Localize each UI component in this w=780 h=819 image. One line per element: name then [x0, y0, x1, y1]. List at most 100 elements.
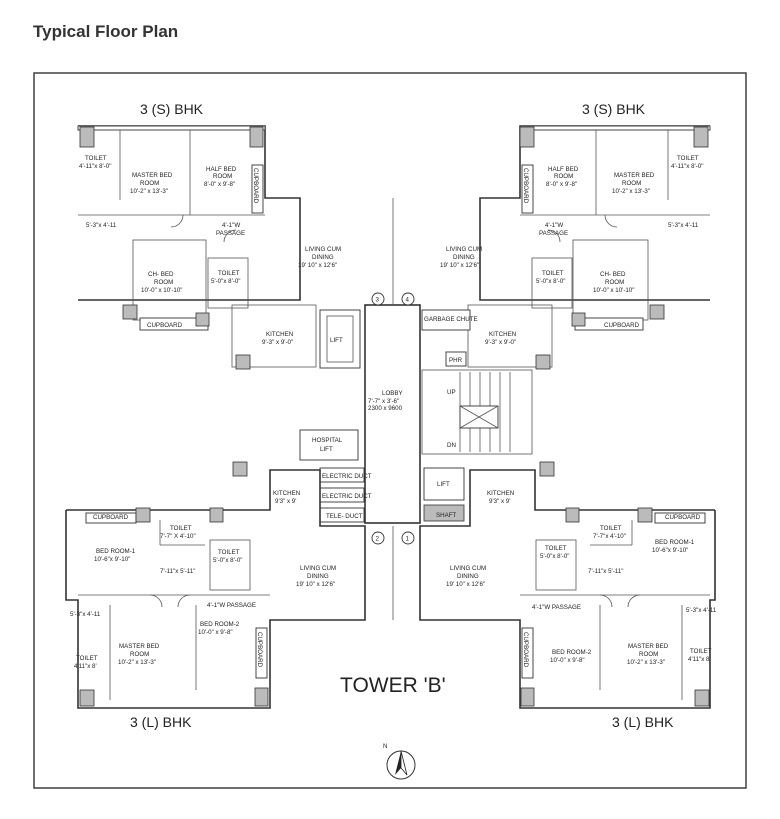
- master-bed-label: MASTER BED: [628, 643, 669, 650]
- half-bed-dim: 8'-0" x 9'-8": [546, 181, 577, 188]
- ch-bed-dim: 10'-0" x 10'-10": [593, 287, 635, 294]
- bed-room-1-dim: 10'-6"x 9'-10": [652, 547, 688, 554]
- staircase: [421, 369, 533, 455]
- master-bed-dim: 10'-2" x 13'-3": [130, 188, 168, 195]
- toilet-small-label: TOILET: [170, 525, 192, 532]
- dining-label: DINING: [307, 573, 329, 580]
- unit-bottom-left: KITCHEN 9'3" x 9' CUPBOARD TOILET 7'-7" …: [65, 461, 366, 730]
- lobby-outline: [364, 304, 421, 524]
- cupboard-label: CUPBOARD: [256, 632, 263, 668]
- unit-label: 3 (L) BHK: [130, 714, 192, 730]
- shaft-hatch: [79, 126, 95, 148]
- lift-label-2: LIFT: [437, 481, 450, 488]
- cupboard-label: CUPBOARD: [522, 632, 529, 668]
- master-room-label: ROOM: [622, 180, 641, 187]
- ch-room-label: ROOM: [605, 279, 624, 286]
- cupboard-label: CUPBOARD: [93, 514, 129, 521]
- toilet-small-dim: 7'-7"x 4'-10": [593, 533, 626, 540]
- unit-top-left-outline: [78, 125, 301, 301]
- passage-label: PASSAGE: [216, 230, 245, 237]
- dress2-dim: 5'-3"x 4'-11: [70, 611, 101, 618]
- master-room-label: ROOM: [130, 651, 149, 658]
- living-label: LIVING CUM: [300, 565, 336, 572]
- tele-duct-label: TELE- DUCT: [326, 513, 363, 520]
- bed-room-1-label: BED ROOM-1: [655, 539, 695, 546]
- master-bed-label: MASTER BED: [132, 172, 173, 179]
- page-title: Typical Floor Plan: [33, 22, 179, 41]
- hospital-lift-label: LIFT: [320, 446, 333, 453]
- electric-duct-label: ELECTRIC DUCT: [322, 473, 372, 480]
- central-core: LIFT GARBAGE CHUTE PHR LOBBY 7'-7" x 3'-…: [299, 292, 533, 545]
- living-dim: 19' 10" x 12'6": [296, 581, 335, 588]
- living-label: LIVING CUM: [446, 246, 482, 253]
- toilet-dim: 4'-11"x 8'-0": [671, 163, 703, 170]
- living-dim: 19' 10" x 12'6": [298, 262, 337, 269]
- kitchen-label: KITCHEN: [489, 331, 516, 338]
- north-label: N: [383, 743, 387, 750]
- cupboard-label: CUPBOARD: [604, 322, 640, 329]
- toilet-label: TOILET: [85, 155, 107, 162]
- dress-dim: 7'-11"x 5'-11": [588, 568, 623, 575]
- ch-bed-label: CH- BED: [148, 271, 174, 278]
- master-bed-dim: 10'-2" x 13'-3": [118, 659, 156, 666]
- toilet3-label: TOILET: [690, 648, 712, 655]
- cupboard-box: [251, 164, 264, 214]
- passage-label: 4'-1"W PASSAGE: [207, 602, 256, 609]
- bed-room-2-label: BED ROOM-2: [200, 621, 240, 628]
- dress2-dim: 5'-3"x 4'-11: [686, 607, 717, 614]
- shaft-hatch: [249, 126, 264, 148]
- lobby-label: LOBBY: [382, 390, 403, 397]
- passage-dim: 4'-1"W: [222, 222, 240, 229]
- passage-label: 4'-1"W PASSAGE: [532, 604, 581, 611]
- ch-room-label: ROOM: [154, 279, 173, 286]
- kitchen-label: KITCHEN: [273, 490, 300, 497]
- toilet3-dim: 4'11"x 8': [688, 656, 711, 663]
- bed-room-1-label: BED ROOM-1: [96, 548, 136, 555]
- toilet-dim: 5'-0"x 8'-0": [213, 557, 242, 564]
- door-number-2: 2: [376, 536, 380, 543]
- door-number-3: 3: [376, 297, 380, 304]
- toilet-label: TOILET: [545, 545, 567, 552]
- cupboard-label: CUPBOARD: [252, 168, 259, 204]
- half-bed-label: HALF BED: [206, 166, 237, 173]
- half-room-label: ROOM: [554, 173, 573, 180]
- kitchen-dim: 9'-3" x 9'-0": [485, 339, 516, 346]
- master-room-label: ROOM: [140, 180, 159, 187]
- unit-bottom-right: KITCHEN 9'3" x 9' CUPBOARD TOILET 7'-7"x…: [419, 461, 717, 730]
- garbage-chute-label: GARBAGE CHUTE: [424, 316, 478, 323]
- unit-label: 3 (S) BHK: [140, 101, 204, 117]
- passage-label: PASSAGE: [539, 230, 568, 237]
- master-bed-dim: 10'-2" x 13'-3": [612, 188, 650, 195]
- toilet-label: TOILET: [677, 155, 699, 162]
- ch-bed-label: CH- BED: [600, 271, 626, 278]
- bed-room-2-dim: 10'-0" x 9'-8": [550, 657, 585, 664]
- half-bed-dim: 8'-0" x 9'-8": [204, 181, 235, 188]
- hospital-label: HOSPITAL: [312, 437, 343, 444]
- dress-dim: 5'-3"x 4'-11: [86, 222, 117, 229]
- living-label: LIVING CUM: [450, 565, 486, 572]
- half-room-label: ROOM: [213, 173, 232, 180]
- bed-room-2-label: BED ROOM-2: [552, 649, 592, 656]
- dining-label: DINING: [453, 254, 475, 261]
- bed-room-1-dim: 10'-6"x 9'-10": [94, 556, 130, 563]
- toilet2-label: TOILET: [218, 270, 240, 277]
- unit-label: 3 (L) BHK: [612, 714, 674, 730]
- master-bed-dim: 10'-2" x 13'-3": [627, 659, 665, 666]
- kitchen-dim: 9'3" x 9': [275, 498, 296, 505]
- kitchen-dim: 9'3" x 9': [489, 498, 510, 505]
- hospital-lift-box: [299, 429, 359, 461]
- shaft-label: SHAFT: [436, 512, 457, 519]
- unit-top-right: TOILET 4'-11"x 8'-0" MASTER BED ROOM 10'…: [440, 101, 711, 370]
- kitchen-label: KITCHEN: [487, 490, 514, 497]
- unit-bottom-left-outline: [65, 469, 366, 709]
- living-dim: 19' 10" x 12'6": [440, 262, 479, 269]
- north-arrow: N: [383, 743, 416, 780]
- toilet-small-dim: 7'-7" X 4'-10": [160, 533, 196, 540]
- passage-dim: 4'-1"W: [545, 222, 563, 229]
- dining-label: DINING: [457, 573, 479, 580]
- cupboard-label: CUPBOARD: [147, 322, 183, 329]
- toilet-dim: 5'-0"x 8'-0": [540, 553, 569, 560]
- unit-top-right-outline: [479, 125, 710, 301]
- cupboard-label: CUPBOARD: [665, 514, 701, 521]
